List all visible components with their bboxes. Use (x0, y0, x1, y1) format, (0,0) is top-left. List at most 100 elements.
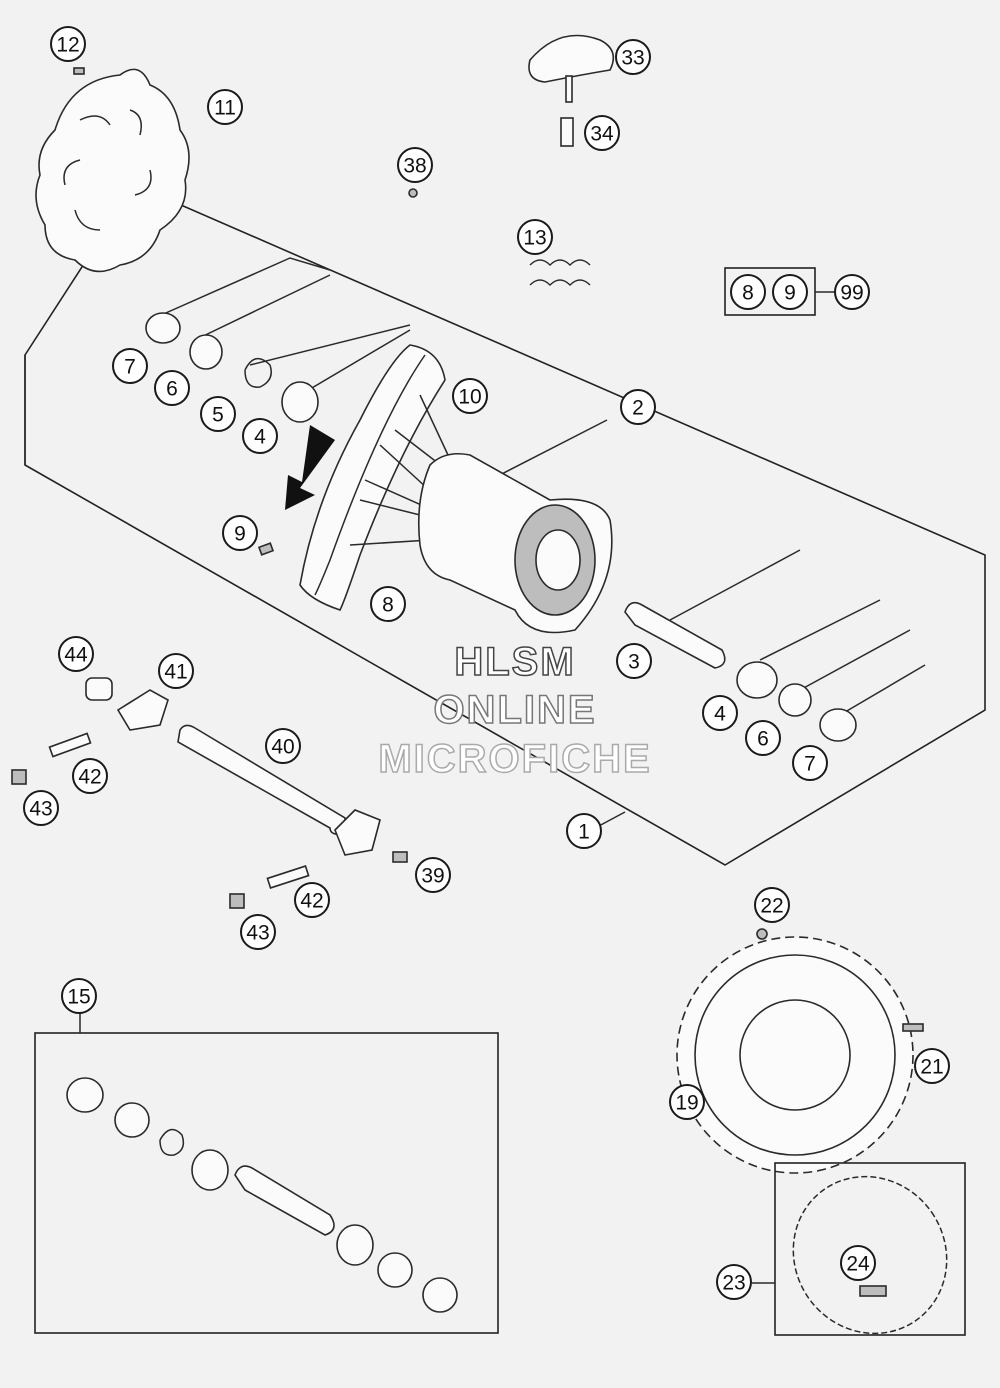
sprocket-nut-22-shape (756, 928, 768, 940)
callout-number: 2 (632, 397, 644, 420)
part-callout-38: 38 (397, 147, 433, 183)
part-callout-2: 2 (620, 389, 656, 425)
callout-circle (154, 370, 190, 406)
callout-number: 23 (722, 1272, 745, 1295)
callout-number: 9 (784, 282, 796, 305)
callout-circle (112, 348, 148, 384)
kit-circlip-shape (159, 1128, 185, 1156)
callout-number: 12 (56, 34, 79, 57)
rim-lock-stem-shape (565, 75, 573, 103)
kit-seal-shape (114, 1102, 150, 1138)
callout-circle (792, 745, 828, 781)
part-callout-7: 7 (112, 348, 148, 384)
part-callout-8: 8 (730, 274, 766, 310)
master-link-24-shape (859, 1285, 887, 1297)
kit-bearing-shape (191, 1149, 229, 1191)
callout-number: 6 (757, 728, 769, 751)
callout-number: 8 (382, 594, 394, 617)
part-callout-40: 40 (265, 728, 301, 764)
callout-circle (566, 813, 602, 849)
leader-lines (149, 257, 331, 321)
callout-number: 7 (124, 356, 136, 379)
callout-circle (772, 274, 808, 310)
leader-line-4 (759, 599, 881, 661)
callout-number: 41 (164, 661, 187, 684)
circlip-5-shape (244, 357, 272, 388)
callout-circle (265, 728, 301, 764)
callout-number: 43 (246, 922, 269, 945)
callout-circle (914, 1048, 950, 1084)
callout-circle (23, 790, 59, 826)
part-callout-44: 44 (58, 636, 94, 672)
part-callout-15: 15 (61, 978, 97, 1014)
part-callout-21: 21 (914, 1048, 950, 1084)
disc-screw-shape (73, 67, 85, 75)
callout-circle (840, 1245, 876, 1281)
rim-lock-shape (528, 34, 615, 83)
part-callout-33: 33 (615, 39, 651, 75)
part-callout-11: 11 (207, 89, 243, 125)
bearing-4-shape (281, 381, 319, 423)
callout-number: 6 (166, 378, 178, 401)
chain-loop-shape (792, 1175, 948, 1335)
callout-number: 43 (29, 798, 52, 821)
callout-number: 22 (760, 895, 783, 918)
part-callout-6: 6 (154, 370, 190, 406)
callout-number: 13 (523, 227, 546, 250)
nut-43b-shape (229, 893, 245, 909)
callout-circle (222, 515, 258, 551)
valve-cap-38-shape (408, 188, 418, 198)
callout-circle (669, 1084, 705, 1120)
leader-lines (194, 274, 331, 341)
leader-lines (249, 324, 411, 366)
part-callout-3: 3 (616, 643, 652, 679)
leader-line-3 (669, 549, 801, 621)
nut-43-shape (11, 769, 27, 785)
spacer-7-shape (145, 312, 181, 344)
leader-lines (299, 329, 411, 396)
watermark-line-2: ONLINE (433, 687, 597, 733)
part-callout-43: 43 (240, 914, 276, 950)
part-callout-99: 99 (834, 274, 870, 310)
bearing-4-lower-shape (736, 661, 778, 699)
callout-circle (240, 914, 276, 950)
axle-nut-44-shape (85, 677, 113, 701)
chain-adjuster-41-shape (116, 689, 169, 731)
callout-circle (158, 653, 194, 689)
part-callout-4: 4 (242, 418, 278, 454)
callout-number: 7 (804, 753, 816, 776)
callout-circle (452, 378, 488, 414)
part-callout-5: 5 (200, 396, 236, 432)
callout-circle (615, 39, 651, 75)
chain-adjuster-40-end-shape (334, 809, 381, 856)
part-callout-8: 8 (370, 586, 406, 622)
kit-seal-2-shape (377, 1252, 413, 1288)
kit-bearing-2-shape (336, 1224, 374, 1266)
callout-number: 1 (578, 821, 590, 844)
rim-tape-shape (529, 259, 591, 287)
callout-circle (702, 695, 738, 731)
callout-circle (61, 978, 97, 1014)
callout-circle (716, 1264, 752, 1300)
callout-circle (745, 720, 781, 756)
part-callout-9: 9 (222, 515, 258, 551)
part-callout-41: 41 (158, 653, 194, 689)
sprocket-screw-21-shape (902, 1023, 924, 1032)
screw-39-shape (392, 851, 408, 863)
leader-line-7 (839, 664, 926, 716)
callout-circle (834, 274, 870, 310)
part-callout-34: 34 (584, 115, 620, 151)
leader-line-1 (596, 811, 626, 828)
callout-number: 24 (846, 1253, 870, 1276)
callout-number: 21 (920, 1056, 943, 1079)
part-callout-12: 12 (50, 26, 86, 62)
chain-box (774, 1162, 966, 1336)
callout-number: 39 (421, 865, 444, 888)
watermark-line-1: HLSM (454, 639, 576, 685)
nipple-9-shape (257, 542, 275, 556)
part-callout-1: 1 (566, 813, 602, 849)
callout-number: 42 (78, 766, 101, 789)
part-callout-19: 19 (669, 1084, 705, 1120)
kit-spacer-shape (66, 1077, 104, 1113)
rotation-arrow-shape (285, 425, 335, 510)
